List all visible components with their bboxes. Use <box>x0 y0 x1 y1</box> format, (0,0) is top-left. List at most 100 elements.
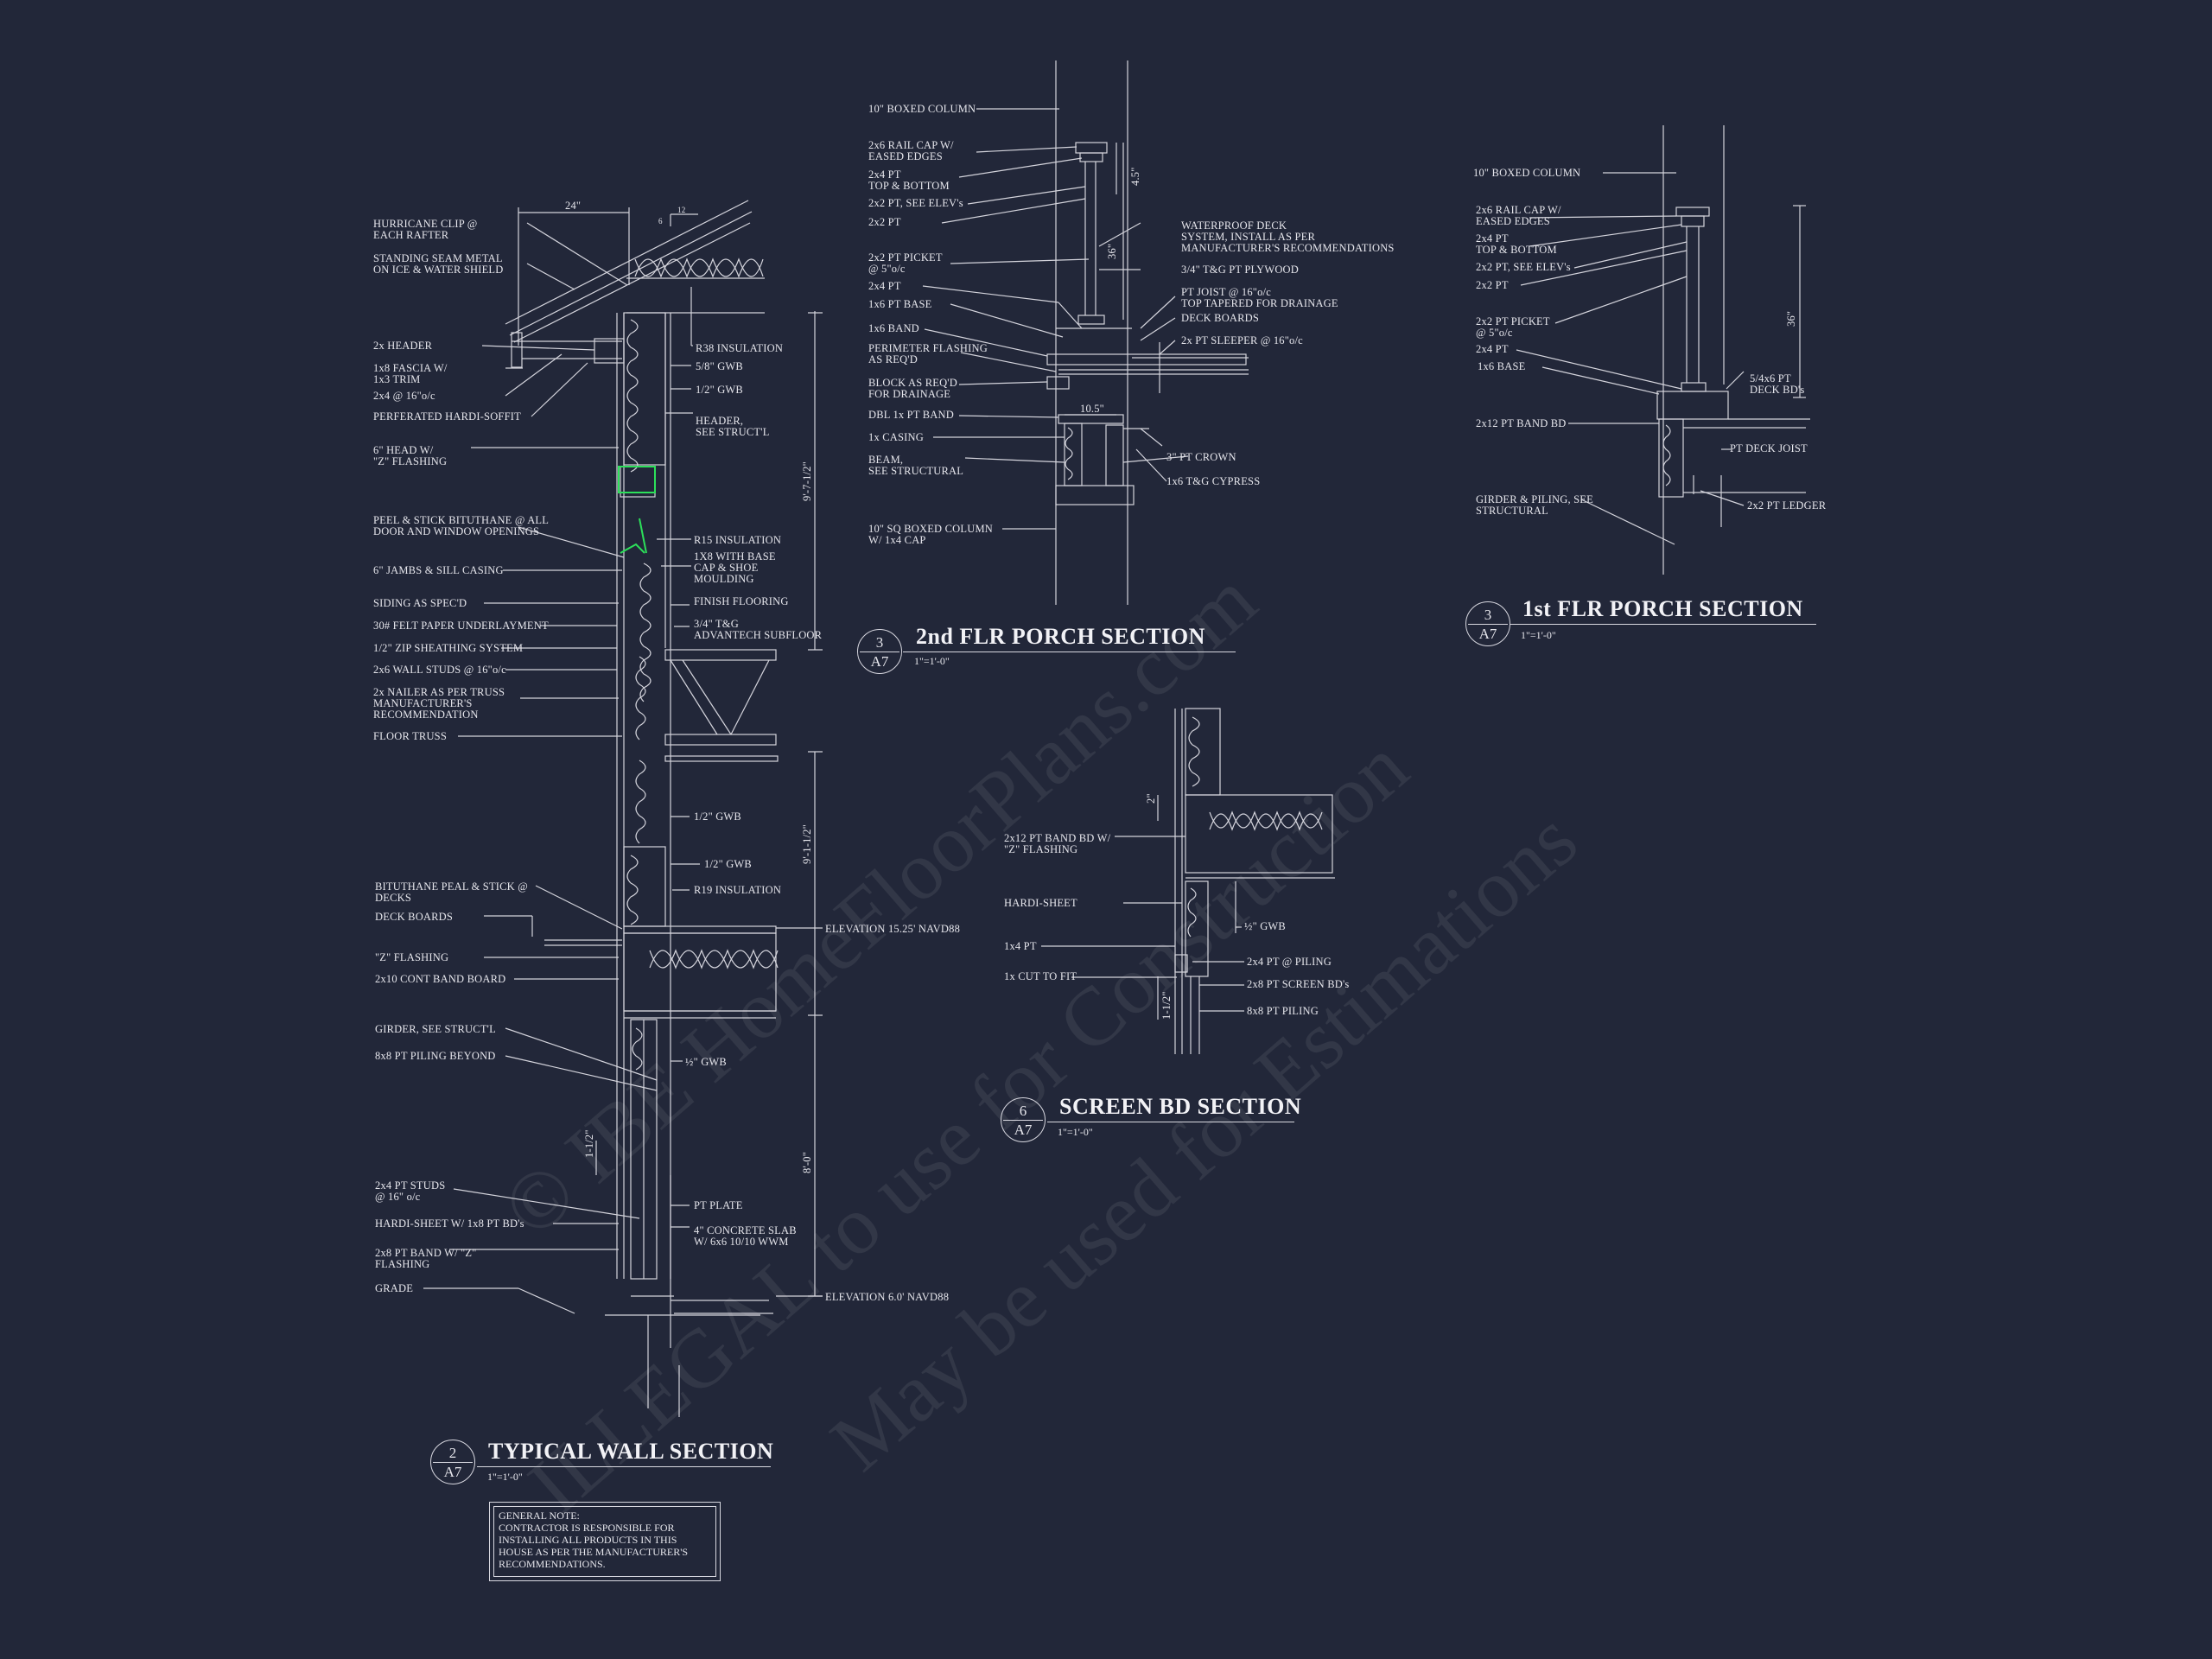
label-deck-bds: 5/4x6 PT DECK BD's <box>1750 372 1805 396</box>
label-girder-piling: GIRDER & PILING, SEE STRUCTURAL <box>1476 493 1593 517</box>
label-1x6-base: 1x6 BASE <box>1478 360 1526 372</box>
dim-upper-wall: 9'-7-1/2" <box>801 461 813 501</box>
bubble-number: 6 <box>1019 1103 1027 1119</box>
bubble-sheet: A7 <box>870 653 889 670</box>
dim-band: 10.5" <box>1080 403 1104 415</box>
screen-bd-drawing <box>1041 708 1335 1054</box>
label-girder: GIRDER, SEE STRUCT'L <box>375 1023 496 1035</box>
label-hardi-sheet-1x8: HARDI-SHEET W/ 1x8 PT BD's <box>375 1217 524 1230</box>
detail-bubble-3-first: 3 A7 <box>1465 601 1510 646</box>
label-1-2-gwb-low: 1/2" GWB <box>704 858 752 870</box>
label-perimeter-flashing: PERIMETER FLASHING AS REQ'D <box>868 342 988 365</box>
label-jambs-sill: 6" JAMBS & SILL CASING <box>373 564 504 576</box>
label-fascia: 1x8 FASCIA W/ 1x3 TRIM <box>373 362 448 385</box>
label-1-2-gwb-top: 1/2" GWB <box>696 384 743 396</box>
scale-typical-wall: 1"=1'-0" <box>487 1471 523 1483</box>
label-header-struct: HEADER, SEE STRUCT'L <box>696 415 770 438</box>
scale-screen-bd: 1"=1'-0" <box>1058 1126 1093 1138</box>
detail-bubble-6: 6 A7 <box>1001 1097 1046 1142</box>
bubble-divider <box>1003 1120 1043 1121</box>
label-1x8-base: 1X8 WITH BASE CAP & SHOE MOULDING <box>694 550 776 585</box>
bubble-sheet: A7 <box>1014 1122 1033 1138</box>
label-hurricane-clip: HURRICANE CLIP @ EACH RAFTER <box>373 218 478 241</box>
bubble-sheet: A7 <box>443 1464 462 1480</box>
dim-base: 8'-0" <box>801 1151 813 1173</box>
label-deck-boards-2nd: DECK BOARDS <box>1181 312 1260 324</box>
label-pt-plate: PT PLATE <box>694 1199 743 1211</box>
label-2x4-16oc: 2x4 @ 16"o/c <box>373 390 435 402</box>
label-2x2-pt: 2x2 PT <box>1476 279 1509 291</box>
window-flashing-highlight <box>618 466 656 554</box>
bubble-number: 2 <box>448 1445 457 1461</box>
label-bituthane-decks: BITUTHANE PEAL & STICK @ DECKS <box>375 880 528 904</box>
bubble-divider <box>1468 624 1508 625</box>
label-2x4-pt-top-bottom: 2x4 PT TOP & BOTTOM <box>868 168 950 192</box>
label-10in-sq-column: 10" SQ BOXED COLUMN W/ 1x4 CAP <box>868 523 993 546</box>
label-2x4-pt-top-bottom: 2x4 PT TOP & BOTTOM <box>1476 232 1557 256</box>
label-1x-cut-to-fit: 1x CUT TO FIT <box>1004 970 1077 982</box>
scale-first-floor: 1"=1'-0" <box>1521 629 1556 641</box>
label-2x8-pt-band: 2x8 PT BAND W/ "Z" FLASHING <box>375 1247 477 1270</box>
dim-lower-wall: 9'-1-1/2" <box>801 824 813 864</box>
title-first-floor-porch: 1st FLR PORCH SECTION <box>1522 596 1803 621</box>
dim-pitch-run: 12 <box>677 206 686 214</box>
title-typical-wall-section: TYPICAL WALL SECTION <box>488 1439 774 1464</box>
label-standing-seam: STANDING SEAM METAL ON ICE & WATER SHIEL… <box>373 252 504 276</box>
dim-overhang: 24" <box>565 200 582 212</box>
title-second-floor-porch: 2nd FLR PORCH SECTION <box>916 624 1205 649</box>
label-1x6-band: 1x6 BAND <box>868 322 919 334</box>
label-5-8-gwb: 5/8" GWB <box>696 360 743 372</box>
label-2x-header: 2x HEADER <box>373 340 433 352</box>
label-block-drainage: BLOCK AS REQ'D FOR DRAINAGE <box>868 377 957 400</box>
label-z-flashing: "Z" FLASHING <box>375 951 449 963</box>
label-r38: R38 INSULATION <box>696 342 784 354</box>
first-floor-porch-drawing <box>1516 125 1810 575</box>
detail-bubble-3-second: 3 A7 <box>857 629 902 674</box>
label-2x10-band: 2x10 CONT BAND BOARD <box>375 973 506 985</box>
label-concrete-slab: 4" CONCRETE SLAB W/ 6x6 10/10 WWM <box>694 1224 797 1248</box>
label-floor-truss: FLOOR TRUSS <box>373 730 447 742</box>
label-2x2-pt: 2x2 PT <box>868 216 901 228</box>
bubble-number: 3 <box>1484 607 1492 623</box>
label-2x4-pt: 2x4 PT <box>868 280 901 292</box>
label-1-2-gwb-mid: 1/2" GWB <box>694 810 741 823</box>
detail-bubble-2: 2 A7 <box>430 1440 475 1484</box>
label-2x2-pt-elev: 2x2 PT, SEE ELEV's <box>1476 261 1571 273</box>
label-deck-boards: DECK BOARDS <box>375 911 454 923</box>
label-2x6-rail-cap: 2x6 RAIL CAP W/ EASED EDGES <box>868 139 954 162</box>
label-2x4-pt: 2x4 PT <box>1476 343 1509 355</box>
title-underline <box>477 1466 771 1467</box>
label-r19: R19 INSULATION <box>694 884 782 896</box>
label-felt-paper: 30# FELT PAPER UNDERLAYMENT <box>373 620 549 632</box>
label-grade: GRADE <box>375 1282 414 1294</box>
general-note-text: GENERAL NOTE: CONTRACTOR IS RESPONSIBLE … <box>493 1506 716 1577</box>
label-zip-sheathing: 1/2" ZIP SHEATHING SYSTEM <box>373 642 524 654</box>
label-dbl-1x-band: DBL 1x PT BAND <box>868 409 954 421</box>
second-floor-porch-drawing <box>922 60 1249 605</box>
label-pt-sleeper: 2x PT SLEEPER @ 16"o/c <box>1181 334 1303 346</box>
bubble-number: 3 <box>875 634 884 651</box>
label-2x12-band: 2x12 PT BAND BD <box>1476 417 1567 429</box>
label-2x4-pt-studs: 2x4 PT STUDS @ 16" o/c <box>375 1179 446 1203</box>
label-2x6-rail-cap: 2x6 RAIL CAP W/ EASED EDGES <box>1476 204 1561 227</box>
dim-top: 2" <box>1145 793 1157 804</box>
label-wall-studs: 2x6 WALL STUDS @ 16"o/c <box>373 664 506 676</box>
typical-wall-section-drawing <box>423 200 823 1417</box>
label-2x12-band-z: 2x12 PT BAND BD W/ "Z" FLASHING <box>1004 832 1111 855</box>
label-2x8-screen-bds: 2x8 PT SCREEN BD's <box>1247 978 1350 990</box>
label-advantech: 3/4" T&G ADVANTECH SUBFLOOR <box>694 618 823 641</box>
label-t-g-cypress: 1x6 T&G CYPRESS <box>1166 475 1261 487</box>
label-1x-casing: 1x CASING <box>868 431 924 443</box>
title-underline <box>1510 624 1816 625</box>
label-elevation-6: ELEVATION 6.0' NAVD88 <box>825 1291 950 1303</box>
label-2x4-pt-piling: 2x4 PT @ PILING <box>1247 956 1332 968</box>
dim-cap: 4.5" <box>1129 167 1141 186</box>
general-note-box: GENERAL NOTE: CONTRACTOR IS RESPONSIBLE … <box>489 1502 721 1581</box>
label-2x2-picket: 2x2 PT PICKET @ 5"o/c <box>868 251 943 275</box>
label-2x-nailer: 2x NAILER AS PER TRUSS MANUFACTURER'S RE… <box>373 686 505 721</box>
label-8x8-piling: 8x8 PT PILING BEYOND <box>375 1050 496 1062</box>
label-beam: BEAM, SEE STRUCTURAL <box>868 454 964 477</box>
label-10in-boxed-column: 10" BOXED COLUMN <box>868 103 976 115</box>
label-t-g-plywood: 3/4" T&G PT PLYWOOD <box>1181 264 1300 276</box>
